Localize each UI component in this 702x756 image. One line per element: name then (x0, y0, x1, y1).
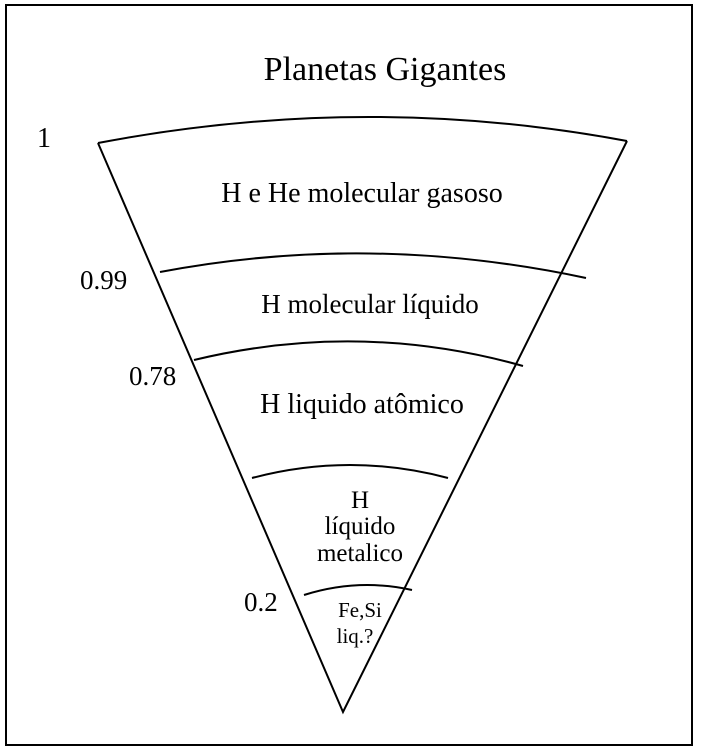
layer-label-fourth-line3: metalico (317, 540, 403, 567)
layer-label-core-line1: Fe,Si (338, 598, 382, 622)
radius-label-0-78: 0.78 (129, 361, 176, 391)
layer-label-outer: H e He molecular gasoso (221, 178, 502, 209)
radius-label-1: 1 (37, 123, 51, 154)
layer-label-fourth-line1: H (351, 487, 369, 514)
wedge-outline (97, 140, 628, 715)
boundary-arc-0-99 (159, 252, 587, 279)
diagram-title: Planetas Gigantes (264, 51, 507, 88)
figure-frame (5, 4, 693, 746)
boundary-arc-0-78 (193, 340, 524, 367)
radius-label-0-99: 0.99 (80, 265, 127, 295)
boundary-arc-0-2 (303, 584, 413, 596)
layer-label-third: H liquido atômico (260, 389, 464, 420)
boundary-arc-mid (251, 464, 449, 479)
boundary-arc-surface (97, 116, 628, 144)
layer-label-second: H molecular líquido (261, 289, 478, 319)
layer-label-fourth-line2: líquido (325, 513, 396, 540)
radius-label-0-2: 0.2 (244, 587, 278, 617)
layer-label-core-line2: liq.? (337, 624, 374, 648)
